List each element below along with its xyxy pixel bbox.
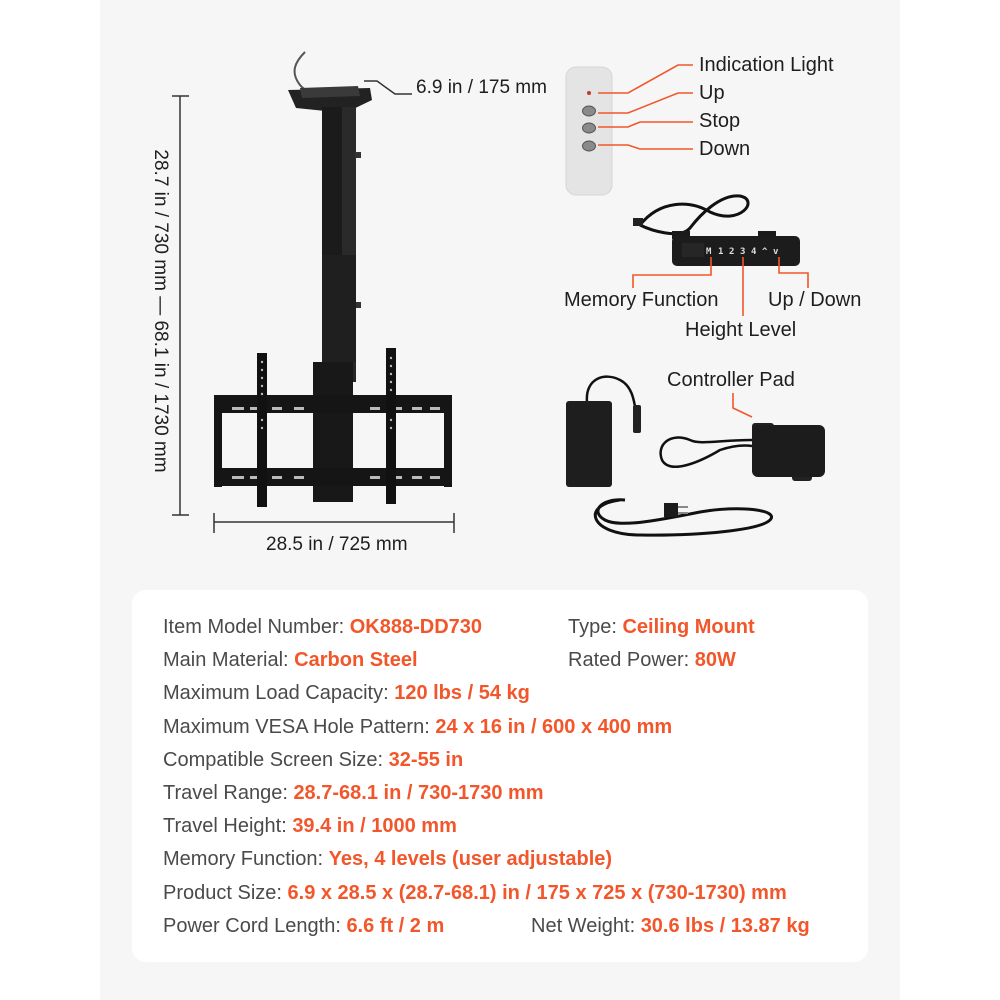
down-label: Down — [699, 138, 751, 160]
up-label: Up — [699, 82, 725, 104]
svg-text:1: 1 — [718, 247, 723, 257]
up-down-label: Up / Down — [768, 289, 862, 311]
memory-function-label: Memory Function — [564, 289, 719, 311]
spec-main-material: Main Material: Carbon Steel — [163, 649, 418, 671]
spec-travel-height: Travel Height: 39.4 in / 1000 mm — [163, 815, 457, 837]
stop-label: Stop — [699, 110, 741, 132]
spec-max-load-capacity: Maximum Load Capacity: 120 lbs / 54 kg — [163, 682, 530, 704]
spec-rated-power: Rated Power: 80W — [568, 649, 736, 671]
remote-control-illustration — [565, 64, 693, 196]
indication-light-label: Indication Light — [699, 54, 834, 76]
specifications-card — [132, 590, 868, 962]
svg-text:v: v — [773, 247, 779, 257]
top-width-dimension-label: 6.9 in / 175 mm — [416, 77, 547, 98]
spec-max-vesa-pattern: Maximum VESA Hole Pattern: 24 x 16 in / … — [163, 716, 673, 738]
bracket-width-dimension-label: 28.5 in / 725 mm — [266, 534, 408, 555]
svg-text:^: ^ — [762, 247, 768, 257]
spec-travel-range: Travel Range: 28.7-68.1 in / 730-1730 mm — [163, 782, 544, 804]
spec-product-size: Product Size: 6.9 x 28.5 x (28.7-68.1) i… — [163, 882, 787, 904]
spec-item-model-number: Item Model Number: OK888-DD730 — [163, 616, 483, 638]
height-level-label: Height Level — [685, 319, 797, 341]
svg-text:2: 2 — [729, 247, 734, 257]
spec-compatible-screen-size: Compatible Screen Size: 32-55 in — [163, 749, 464, 771]
controller-pad-label: Controller Pad — [667, 369, 795, 391]
ceiling-mount-illustration — [172, 51, 455, 533]
power-accessories-illustration — [566, 375, 825, 537]
spec-type: Type: Ceiling Mount — [568, 616, 755, 638]
spec-net-weight: Net Weight: 30.6 lbs / 13.87 kg — [531, 915, 810, 937]
spec-power-cord-length: Power Cord Length: 6.6 ft / 2 m — [163, 915, 445, 937]
svg-text:4: 4 — [751, 247, 757, 257]
svg-text:M: M — [706, 247, 712, 257]
spec-memory-function: Memory Function: Yes, 4 levels (user adj… — [163, 848, 613, 870]
svg-text:3: 3 — [740, 247, 745, 257]
